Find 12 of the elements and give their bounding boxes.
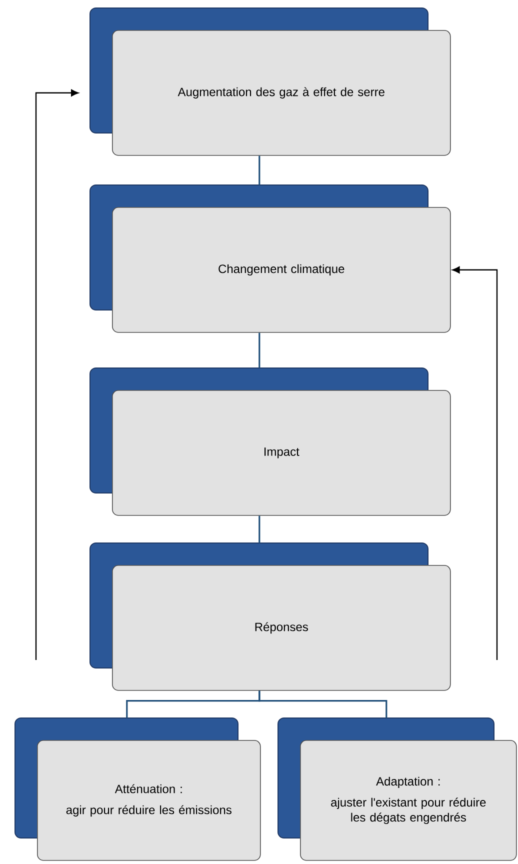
connector bbox=[258, 156, 260, 185]
stacked-box: Impact bbox=[90, 368, 451, 516]
stacked-box: Adaptation : ajuster l'existant pour réduire les dégats engendrés bbox=[278, 718, 517, 861]
connector bbox=[452, 266, 498, 660]
stacked-box: Atténuation : agir pour réduire les émissions bbox=[14, 718, 261, 861]
stacked-box: Augmentation des gaz à effet de serre bbox=[90, 8, 451, 156]
connector bbox=[35, 89, 78, 660]
stacked-box: Réponses bbox=[90, 542, 451, 691]
stacked-box: Changement climatique bbox=[90, 184, 451, 333]
connector bbox=[258, 332, 260, 368]
connector bbox=[258, 690, 388, 718]
connector bbox=[258, 516, 260, 543]
